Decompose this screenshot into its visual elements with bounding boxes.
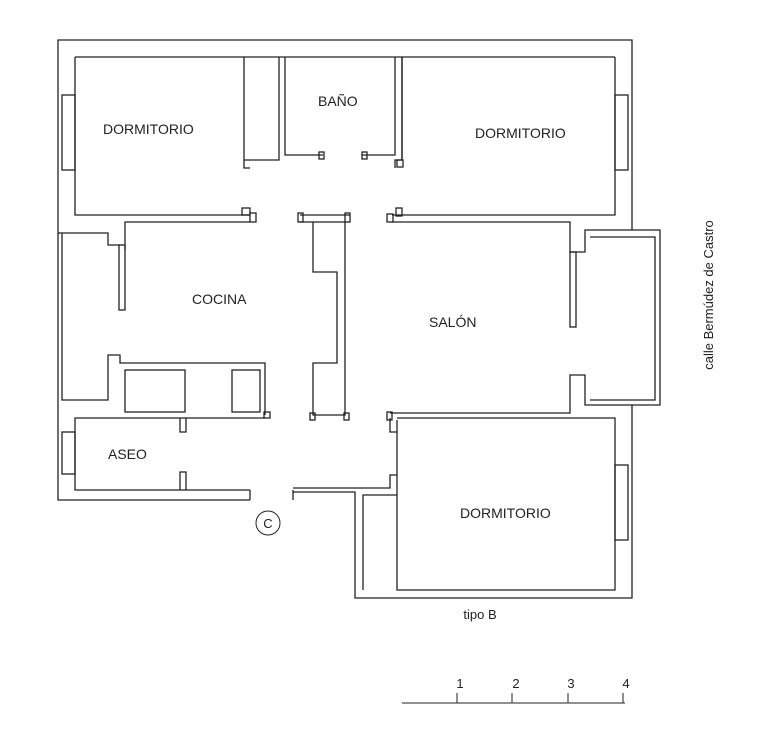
- salon-walls: [390, 221, 661, 414]
- room-label-cocina: COCINA: [192, 291, 247, 307]
- window: [569, 251, 577, 328]
- counter: [231, 369, 261, 413]
- aseo-walls: [74, 417, 265, 491]
- room-label-salon: SALÓN: [429, 314, 476, 330]
- room-label-dormitorio: DORMITORIO: [460, 505, 551, 521]
- room-label-dormitorio: DORMITORIO: [475, 125, 566, 141]
- entrance-marker: C: [255, 510, 281, 536]
- counter: [124, 369, 186, 413]
- scale-bar: 1 2 3 4: [402, 676, 630, 704]
- room-label-bano: BAÑO: [318, 93, 358, 109]
- cocina-walls: [124, 221, 250, 250]
- window: [118, 244, 126, 311]
- room-labels: DORMITORIO BAÑO DORMITORIO COCINA SALÓN …: [103, 93, 566, 521]
- window: [61, 94, 76, 171]
- room-label-aseo: ASEO: [108, 446, 147, 462]
- scale-tick-label: 1: [456, 676, 463, 691]
- bano-walls: [284, 57, 323, 156]
- window: [61, 431, 76, 475]
- street-label: calle Bermúdez de Castro: [701, 220, 716, 370]
- outer-wall: [57, 39, 633, 501]
- dormitorio-3-walls: [396, 417, 616, 591]
- scale-tick-label: 3: [567, 676, 574, 691]
- scale-tick-label: 2: [512, 676, 519, 691]
- window: [614, 464, 629, 541]
- type-label: tipo B: [463, 607, 496, 622]
- window: [614, 94, 629, 171]
- scale-tick-label: 4: [622, 676, 629, 691]
- outer-wall-lower: [293, 405, 633, 599]
- room-label-dormitorio: DORMITORIO: [103, 121, 194, 137]
- entrance-label: C: [263, 516, 272, 531]
- walls: [57, 39, 661, 599]
